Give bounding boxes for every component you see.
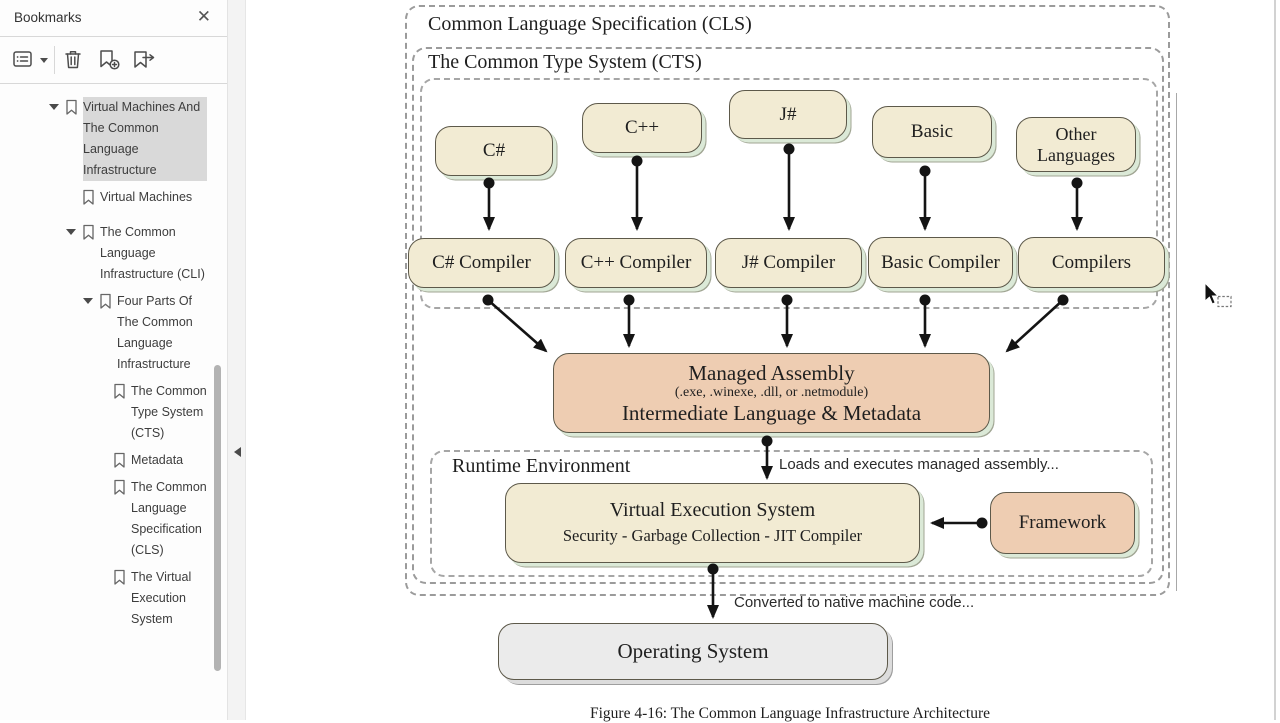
bookmark-item[interactable]: Virtual Machines bbox=[0, 187, 227, 208]
expander-icon[interactable] bbox=[83, 298, 93, 304]
expander-icon[interactable] bbox=[66, 229, 76, 235]
ves-subtitle: Security - Garbage Collection - JIT Comp… bbox=[562, 526, 863, 545]
node-other-languages: Other Languages bbox=[1016, 117, 1136, 172]
bookmarks-toolbar bbox=[0, 37, 227, 84]
bookmark-label: Four Parts Of The Common Language Infras… bbox=[117, 294, 193, 371]
bookmark-item[interactable]: The Common Language Specification (CLS) bbox=[0, 477, 227, 561]
node-jsharp: J# bbox=[729, 90, 847, 139]
bookmark-icon bbox=[83, 189, 94, 205]
node-jsharp-compiler: J# Compiler bbox=[715, 238, 862, 288]
runtime-label: Runtime Environment bbox=[452, 455, 631, 477]
page-edge-line bbox=[1176, 93, 1177, 591]
bookmarks-tree: Virtual Machines And The Common Language… bbox=[0, 84, 227, 630]
collapse-panel-icon[interactable] bbox=[234, 447, 241, 457]
bookmark-icon bbox=[83, 224, 94, 240]
bookmark-item[interactable]: The Common Language Infrastructure (CLI) bbox=[0, 222, 227, 285]
bookmark-label: The Common Type System (CTS) bbox=[131, 384, 207, 440]
cts-container bbox=[412, 47, 1164, 584]
bookmark-label: Virtual Machines And The Common Language… bbox=[83, 97, 207, 181]
converted-arrow-label: Converted to native machine code... bbox=[734, 594, 975, 611]
figure-caption: Figure 4-16: The Common Language Infrast… bbox=[589, 705, 990, 722]
sidebar-scrollbar[interactable] bbox=[214, 365, 221, 671]
node-cpp: C++ bbox=[582, 103, 702, 153]
node-framework: Framework bbox=[990, 492, 1135, 554]
node-csharp: C# bbox=[435, 126, 553, 176]
new-bookmark-icon[interactable] bbox=[97, 48, 123, 77]
node-basic: Basic bbox=[872, 106, 992, 158]
ves-title: Virtual Execution System bbox=[609, 499, 816, 521]
managed-assembly-line3: Intermediate Language & Metadata bbox=[621, 400, 922, 425]
bookmark-label: The Common Language Infrastructure (CLI) bbox=[100, 225, 205, 281]
bookmarks-panel: Bookmarks ✕ bbox=[0, 0, 227, 720]
node-operating-system: Operating System bbox=[498, 623, 888, 680]
panel-title: Bookmarks bbox=[14, 10, 82, 25]
delete-bookmark-icon[interactable] bbox=[62, 48, 84, 77]
mouse-cursor bbox=[1203, 281, 1235, 317]
cls-container bbox=[405, 5, 1170, 596]
bookmark-label: Virtual Machines bbox=[100, 190, 193, 204]
node-csharp-compiler: C# Compiler bbox=[408, 238, 555, 288]
node-compilers: Compilers bbox=[1018, 237, 1165, 288]
bookmark-icon bbox=[100, 293, 111, 309]
bookmark-item[interactable]: Virtual Machines And The Common Language… bbox=[0, 97, 227, 181]
cls-label: Common Language Specification (CLS) bbox=[428, 13, 752, 35]
toolbar-divider bbox=[54, 46, 55, 74]
options-caret-icon[interactable] bbox=[40, 58, 48, 63]
panel-collapse-gutter[interactable] bbox=[227, 0, 246, 720]
managed-assembly-subtitle: (.exe, .winexe, .dll, or .netmodule) bbox=[674, 384, 869, 400]
languages-container bbox=[420, 78, 1158, 309]
bookmark-item[interactable]: Metadata bbox=[0, 450, 227, 471]
bookmark-icon bbox=[114, 569, 125, 585]
bookmark-item[interactable]: Four Parts Of The Common Language Infras… bbox=[0, 291, 227, 375]
bookmarks-header: Bookmarks ✕ bbox=[0, 0, 227, 37]
window-edge-line bbox=[1274, 0, 1276, 720]
expander-icon[interactable] bbox=[49, 104, 59, 110]
node-cpp-compiler: C++ Compiler bbox=[565, 238, 707, 288]
close-icon[interactable]: ✕ bbox=[196, 7, 211, 26]
goto-bookmark-icon[interactable] bbox=[130, 48, 156, 77]
options-menu-icon[interactable] bbox=[12, 48, 38, 77]
managed-assembly-title: Managed Assembly bbox=[688, 360, 855, 385]
bookmark-item[interactable]: The Virtual Execution System bbox=[0, 567, 227, 630]
bookmark-icon bbox=[114, 452, 125, 468]
bookmark-icon bbox=[114, 383, 125, 399]
runtime-container bbox=[430, 450, 1153, 577]
node-managed-assembly: Managed Assembly (.exe, .winexe, .dll, o… bbox=[553, 353, 990, 433]
node-virtual-execution-system: Virtual Execution System Security - Garb… bbox=[505, 483, 920, 563]
cts-label: The Common Type System (CTS) bbox=[428, 51, 702, 73]
node-basic-compiler: Basic Compiler bbox=[868, 237, 1013, 288]
bookmark-label: The Common Language Specification (CLS) bbox=[131, 480, 207, 557]
loads-arrow-label: Loads and executes managed assembly... bbox=[779, 456, 1059, 473]
bookmark-label: The Virtual Execution System bbox=[131, 570, 192, 626]
bookmark-icon bbox=[114, 479, 125, 495]
bookmark-icon bbox=[66, 99, 77, 115]
bookmark-item[interactable]: The Common Type System (CTS) bbox=[0, 381, 227, 444]
bookmark-label: Metadata bbox=[131, 453, 184, 467]
